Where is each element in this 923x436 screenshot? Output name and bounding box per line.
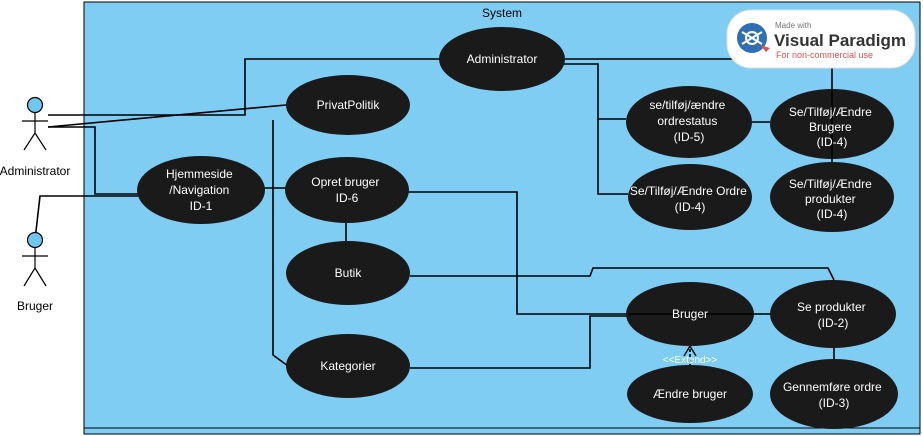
label-produkter-1: Se/Tilføj/Ændre [789,177,872,191]
svg-text:Administrator: Administrator [467,52,538,66]
line-kategorier-to-bruger [410,315,628,369]
system-title: System [482,6,522,20]
svg-text:Hjemmeside /Navigation: Hjemmeside /Navigation ID-1 [166,167,236,213]
svg-text:Butik: Butik [335,266,363,280]
svg-text:Se/Tilføj/Ændre Ordre (I: Se/Tilføj/Ændre Ordre (ID-4) [630,184,750,214]
actor-bruger-label: Bruger [17,299,53,313]
svg-text:Made with: Made with [775,21,811,30]
label-se-produkter-1: Se produkter [797,300,866,314]
watermark-brand: Visual Paradigm [774,31,906,50]
usecase-gennemfoere[interactable] [770,359,898,429]
label-se-produkter-2: (ID-2) [818,316,849,330]
label-kategorier: Kategorier [320,359,375,373]
svg-text:Bruger: Bruger [672,307,708,321]
svg-text:Kategorier: Kategorier [320,359,375,373]
svg-text:Opret bruger ID-6: Opret bruger ID-6 [311,175,382,205]
visual-paradigm-watermark: Made with Visual Paradigm For non-commer… [726,9,916,69]
svg-text:Se/Tilføj/Ændre produkte: Se/Tilføj/Ændre produkter (ID-4) [789,177,875,221]
svg-text:PrivatPolitik: PrivatPolitik [317,98,381,112]
usecase-privatpolitik[interactable] [286,75,410,135]
label-gennemfoere-2: (ID-3) [819,396,850,410]
watermark-sub: For non-commercial use [776,50,873,60]
svg-text:<<Extend>>: <<Extend>> [663,355,718,366]
label-brugere-1: Se/Tilføj/Ændre [789,105,872,119]
label-produkter-3: (ID-4) [817,207,848,221]
svg-text:Administrator: Administrator [0,164,70,178]
label-extend: <<Extend>> [663,355,718,366]
line-butik-to-seprodukter [410,267,835,281]
label-hjemmeside-1: Hjemmeside [166,167,233,181]
usecase-kategorier[interactable] [286,334,410,398]
actor-bruger-head [26,231,44,249]
svg-text:se/tilføj/ændre ordresta: se/tilføj/ændre ordrestatus (ID-5) [649,98,728,144]
line-admin-to-privatpolitik [47,104,287,128]
svg-text:Visual Paradigm: Visual Paradigm [774,31,906,50]
svg-text:Gennemføre ordre (ID-3): Gennemføre ordre (ID-3) [783,380,885,410]
line-administrator-to-ordre [597,119,628,195]
usecase-administrator[interactable] [439,27,565,91]
label-aendre-bruger: Ændre bruger [653,387,727,401]
line-opret-to-bruger [408,191,628,315]
usecase-produkter[interactable] [770,162,894,232]
label-ordre-1: Se/Tilføj/Ændre Ordre [630,184,747,198]
usecase-se-produkter[interactable] [770,280,896,348]
label-bruger-uc: Bruger [672,307,708,321]
use-case-labels: Administrator PrivatPolitik Hjemmeside /… [166,52,885,410]
label-ordrestatus-1: se/tilføj/ændre [649,98,725,112]
label-ordrestatus-3: (ID-5) [674,130,705,144]
watermark-made-with: Made with [775,21,811,30]
usecase-aendre-bruger[interactable] [627,365,753,423]
line-admin-to-administrator-uc [48,58,440,116]
usecase-ordrestatus[interactable] [626,86,752,158]
label-brugere-3: (ID-4) [817,135,848,149]
svg-text:Se/Tilføj/Ændre Brugere: Se/Tilføj/Ændre Brugere (ID-4) [789,105,875,149]
svg-text:Bruger: Bruger [17,299,53,313]
actor-administrator[interactable] [22,96,48,151]
label-ordrestatus-2: ordrestatus [657,114,717,128]
usecase-hjemmeside[interactable] [137,156,265,224]
label-ordre-2: (ID-4) [675,200,706,214]
usecase-butik[interactable] [286,241,410,305]
label-gennemfoere-1: Gennemføre ordre [783,380,882,394]
usecase-opret-bruger[interactable] [285,157,409,223]
svg-text:Ændre bruger: Ændre bruger [653,387,727,401]
overlay-lines [628,90,833,315]
usecase-ordre[interactable] [628,164,752,230]
label-privatpolitik: PrivatPolitik [317,98,381,112]
line-bruger-to-hjemmeside [34,195,138,241]
label-hjemmeside-3: ID-1 [190,199,213,213]
watermark-badge [726,9,916,69]
label-butik: Butik [335,266,363,280]
label-administrator-uc: Administrator [467,52,538,66]
label-brugere-2: Brugere [809,120,852,134]
line-administrator-to-ordrestatus [560,63,626,120]
actor-administrator-label: Administrator [0,164,70,178]
label-hjemmeside-2: /Navigation [169,183,229,197]
visual-paradigm-logo-icon [737,23,770,53]
line-left-trunk [272,120,289,367]
svg-text:For non-commercial use: For non-commercial use [776,50,873,60]
actor-bruger[interactable] [22,231,48,287]
svg-text:Se produkter (ID-2): Se produkter (ID-2) [797,300,869,330]
label-opret-bruger-2: ID-6 [336,191,359,205]
actor-administrator-head [26,96,44,114]
line-admin-to-hjemmeside [48,126,138,195]
label-opret-bruger-1: Opret bruger [311,175,379,189]
label-produkter-2: produkter [805,192,856,206]
